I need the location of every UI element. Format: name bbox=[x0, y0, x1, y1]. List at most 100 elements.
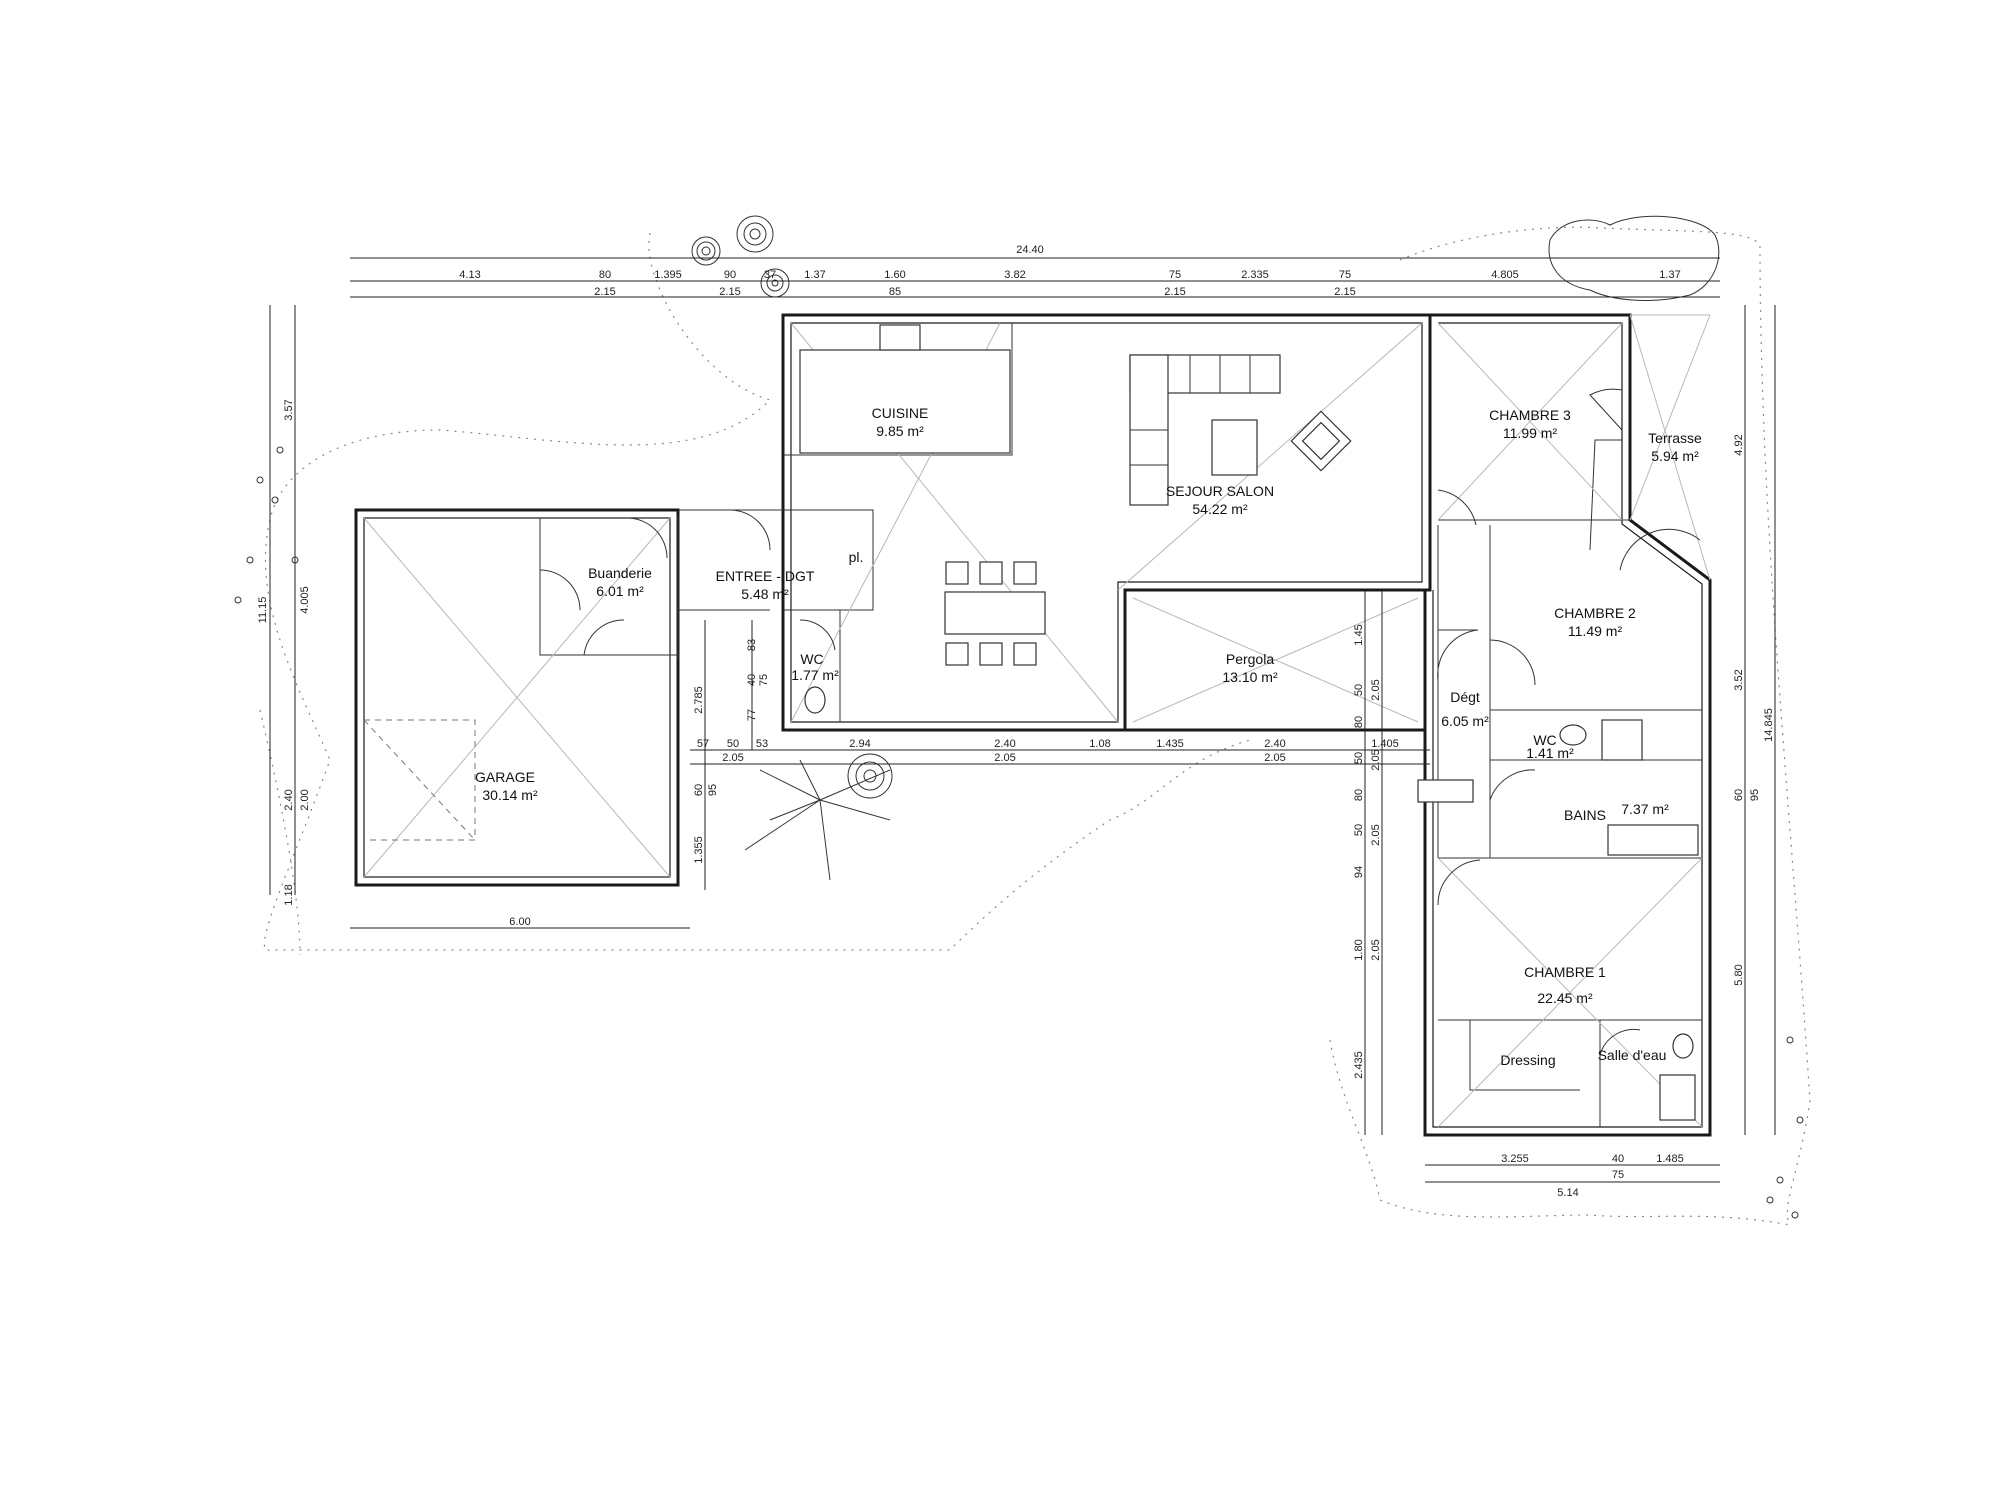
room-name-degt: Dégt bbox=[1450, 689, 1480, 705]
dim-mid: 2.94 bbox=[849, 738, 870, 750]
coffee-table-icon bbox=[1211, 419, 1258, 476]
dim-left: 3.57 bbox=[283, 399, 295, 420]
dim-left: 1.18 bbox=[283, 884, 295, 905]
room-area-pergola: 13.10 m² bbox=[1222, 669, 1278, 685]
dim-mid-sub: 2.05 bbox=[722, 752, 743, 764]
room-area-wc2: 1.41 m² bbox=[1526, 745, 1574, 761]
room-area-chambre3: 11.99 m² bbox=[1503, 425, 1558, 441]
sink-icon bbox=[879, 324, 1699, 1059]
dining-table-icon bbox=[944, 561, 1046, 666]
dimension-lines bbox=[269, 257, 1776, 1183]
room-name-dressing: Dressing bbox=[1500, 1052, 1555, 1068]
room-area-terrasse: 5.94 m² bbox=[1651, 448, 1699, 464]
dim-top: 80 bbox=[599, 269, 611, 281]
room-name-bains: BAINS bbox=[1564, 807, 1606, 823]
dim-top: 90 bbox=[724, 269, 736, 281]
dim-right: 14.845 bbox=[1763, 708, 1775, 742]
garage-car-outline bbox=[363, 719, 476, 841]
dim-top-sub: 2.15 bbox=[1334, 286, 1355, 298]
dim-right: 95 bbox=[1749, 789, 1761, 801]
room-area-garage: 30.14 m² bbox=[482, 787, 538, 803]
room-area-sejour: 54.22 m² bbox=[1192, 501, 1248, 517]
bush-icon bbox=[1548, 215, 1720, 301]
dim-center: 50 bbox=[1353, 824, 1365, 836]
dim-left: 2.40 bbox=[283, 789, 295, 810]
dim-top: 1.60 bbox=[884, 269, 905, 281]
dim-bottom-sub: 5.14 bbox=[1557, 1187, 1578, 1199]
dim-mid: 57 bbox=[697, 738, 709, 750]
dim-center: 1.45 bbox=[1353, 624, 1365, 645]
room-name-sejour: SEJOUR SALON bbox=[1166, 483, 1274, 499]
dim-center: 94 bbox=[1353, 866, 1365, 878]
dim-top: 37 bbox=[764, 269, 776, 281]
roof-lines bbox=[363, 314, 1711, 1128]
room-name-terrasse: Terrasse bbox=[1648, 430, 1702, 446]
dim-mid: 50 bbox=[727, 738, 739, 750]
room-area-wc1: 1.77 m² bbox=[791, 667, 839, 683]
room-name-cuisine: CUISINE bbox=[872, 405, 929, 421]
dim-garage-width: 6.00 bbox=[509, 916, 530, 928]
dim-center: 2.05 bbox=[1370, 824, 1382, 845]
dim-top: 2.335 bbox=[1241, 269, 1269, 281]
dim-top: 75 bbox=[1339, 269, 1351, 281]
dim-right: 5.80 bbox=[1733, 964, 1745, 985]
dim-mid: 2.40 bbox=[1264, 738, 1285, 750]
dim-top: 1.37 bbox=[804, 269, 825, 281]
room-area-entree: 5.48 m² bbox=[741, 586, 789, 602]
room-name-pergola: Pergola bbox=[1226, 651, 1274, 667]
dim-wc: 60 bbox=[693, 784, 705, 796]
dim-top-sub: 2.15 bbox=[719, 286, 740, 298]
room-area-chambre2: 11.49 m² bbox=[1568, 623, 1623, 639]
dim-left-inner: 2.00 bbox=[299, 789, 311, 810]
dim-left: 11.15 bbox=[257, 597, 269, 624]
shower-icon bbox=[1601, 719, 1696, 1121]
dimension-labels: 24.40 4.13 80 1.395 90 37 1.37 1.60 3.82… bbox=[257, 244, 1775, 1199]
dim-top: 1.395 bbox=[654, 269, 682, 281]
room-name-salle-eau: Salle d'eau bbox=[1598, 1047, 1667, 1063]
dim-top: 4.805 bbox=[1491, 269, 1519, 281]
room-name-wc2: WC bbox=[1533, 732, 1556, 748]
dim-center: 50 bbox=[1353, 752, 1365, 764]
dim-wc: 95 bbox=[707, 784, 719, 796]
toilet-icon bbox=[804, 686, 1587, 746]
dim-right: 60 bbox=[1733, 789, 1745, 801]
dim-top-sub: 2.15 bbox=[594, 286, 615, 298]
room-name-chambre1: CHAMBRE 1 bbox=[1524, 964, 1606, 980]
dim-top: 1.37 bbox=[1659, 269, 1680, 281]
dim-center: 80 bbox=[1353, 716, 1365, 728]
room-name-garage: GARAGE bbox=[475, 769, 535, 785]
room-name-placard: pl. bbox=[849, 549, 864, 565]
dim-center: 80 bbox=[1353, 789, 1365, 801]
room-labels: CUISINE 9.85 m² SEJOUR SALON 54.22 m² CH… bbox=[475, 405, 1702, 1068]
dim-center: 2.05 bbox=[1370, 939, 1382, 960]
room-name-chambre3: CHAMBRE 3 bbox=[1489, 407, 1571, 423]
room-name-entree: ENTREE - DGT bbox=[716, 568, 815, 584]
room-area-bains: 7.37 m² bbox=[1621, 801, 1669, 817]
room-area-buanderie: 6.01 m² bbox=[596, 583, 644, 599]
dim-mid-sub: 2.05 bbox=[1264, 752, 1285, 764]
room-area-degt: 6.05 m² bbox=[1441, 713, 1489, 729]
dim-right: 3.52 bbox=[1733, 669, 1745, 690]
dim-top: 75 bbox=[1169, 269, 1181, 281]
dim-top-sub: 2.15 bbox=[1164, 286, 1185, 298]
room-area-chambre1: 22.45 m² bbox=[1537, 990, 1593, 1006]
sofa-icon bbox=[1129, 354, 1281, 506]
dim-mid: 53 bbox=[756, 738, 768, 750]
dim-center: 2.05 bbox=[1370, 679, 1382, 700]
tree-icon bbox=[691, 215, 893, 799]
dim-wc: 83 bbox=[746, 639, 758, 651]
dim-mid: 1.405 bbox=[1371, 738, 1399, 750]
dim-left-inner: 4.005 bbox=[299, 586, 311, 614]
dim-center: 50 bbox=[1353, 684, 1365, 696]
dim-wc: 2.785 bbox=[693, 686, 705, 714]
dim-top: 4.13 bbox=[459, 269, 480, 281]
kitchen-island-icon bbox=[799, 349, 1011, 454]
dim-mid-sub: 2.05 bbox=[994, 752, 1015, 764]
dim-top-sub: 85 bbox=[889, 286, 901, 298]
room-area-cuisine: 9.85 m² bbox=[876, 423, 924, 439]
dim-bottom: 40 bbox=[1612, 1153, 1624, 1165]
dim-wc: 1.355 bbox=[693, 836, 705, 864]
dim-wc: 75 bbox=[758, 674, 770, 686]
room-name-buanderie: Buanderie bbox=[588, 565, 652, 581]
